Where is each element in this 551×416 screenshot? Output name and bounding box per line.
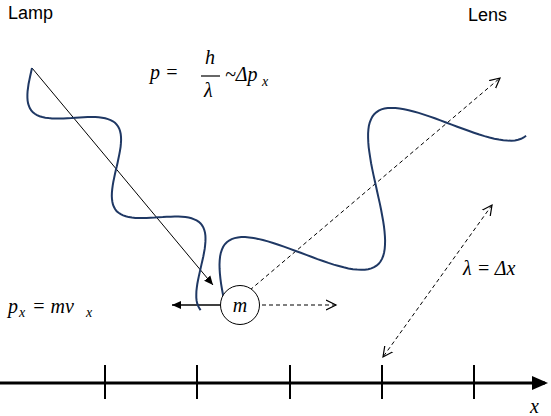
incident-ray	[32, 68, 213, 285]
momentum-formula: p =	[150, 62, 179, 82]
wavelength-arrow	[383, 205, 492, 357]
recoil-arrow	[262, 304, 336, 305]
uncertainty-term: ~Δp	[225, 64, 258, 84]
x-axis	[0, 382, 545, 385]
wavelength-formula: λ = Δx	[463, 258, 515, 278]
mass-label: m	[233, 295, 247, 315]
momentum-symbol: p	[8, 296, 18, 316]
subscript: x	[19, 306, 25, 320]
momentum-arrow	[172, 304, 220, 306]
incident-wave	[27, 68, 205, 310]
axis-label: x	[530, 396, 539, 416]
momentum-formula: = mv	[32, 296, 74, 316]
lens-label: Lens	[468, 6, 507, 24]
axis-ticks	[105, 365, 474, 399]
particle-circle: m	[220, 285, 260, 325]
lamp-label: Lamp	[8, 4, 53, 22]
axis-arrowhead	[532, 376, 548, 390]
fraction-denominator: λ	[204, 80, 213, 100]
fraction-numerator: h	[205, 47, 215, 67]
subscript: x	[262, 75, 268, 89]
scattered-wave	[220, 108, 527, 318]
subscript: x	[86, 306, 92, 320]
fraction-bar	[201, 75, 220, 76]
